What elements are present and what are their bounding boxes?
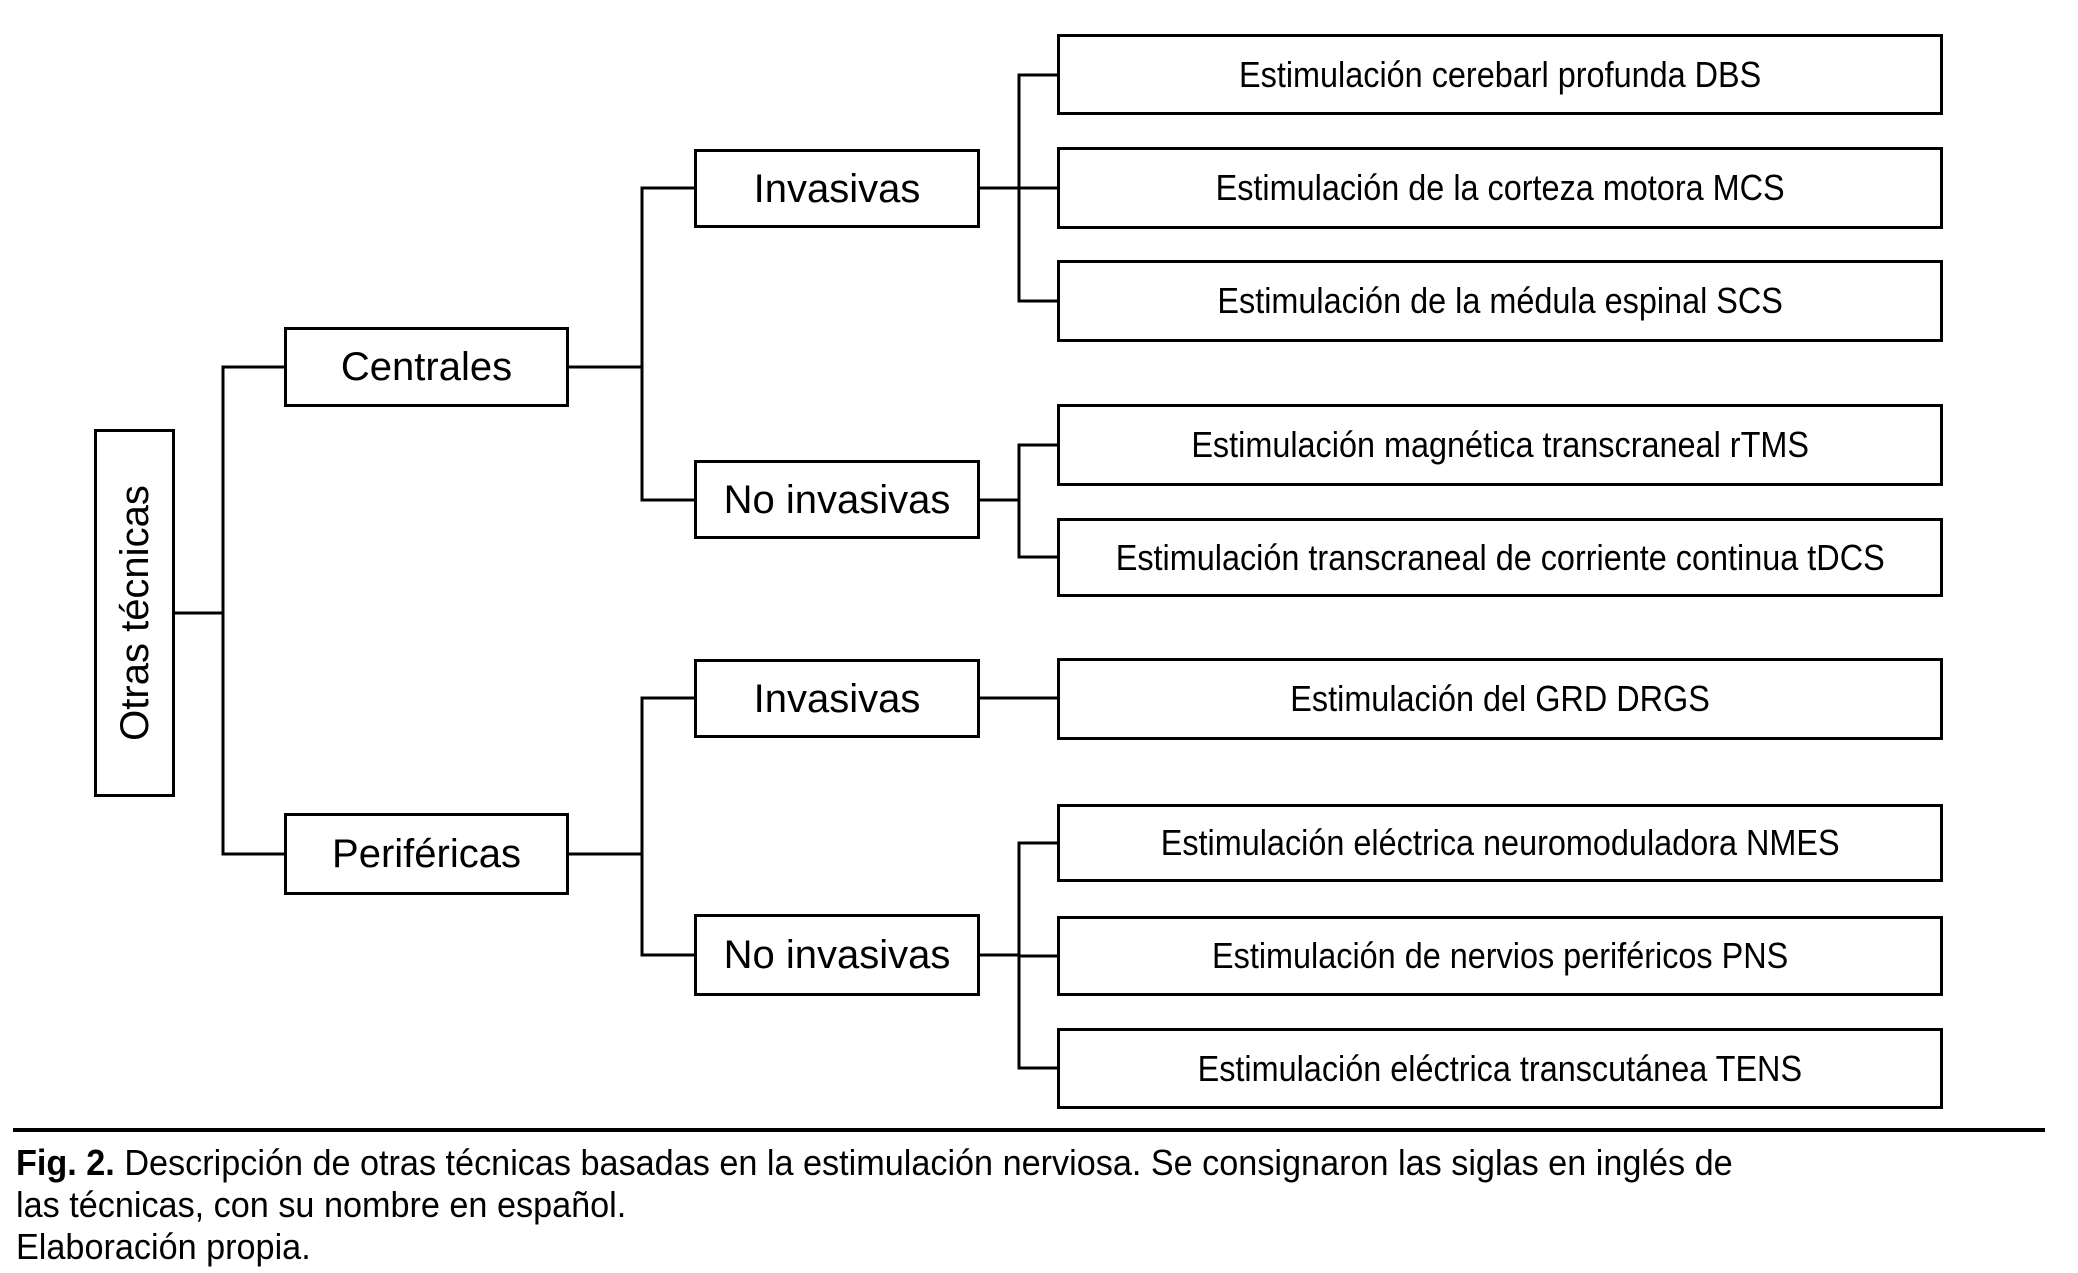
figure-caption: Fig. 2. Descripción de otras técnicas ba… [16,1142,2066,1268]
leaf-nmes: Estimulación eléctrica neuromoduladora N… [1057,804,1943,882]
leaf-mcs-label: Estimulación de la corteza motora MCS [1215,167,1785,208]
node-no-invasivas-centrales-label: No invasivas [723,477,951,522]
caption-divider [13,1128,2045,1132]
leaf-nmes-label: Estimulación eléctrica neuromoduladora N… [1160,822,1840,863]
leaf-pns-label: Estimulación de nervios periféricos PNS [1211,935,1789,976]
caption-line-1-text: Descripción de otras técnicas basadas en… [114,1142,1733,1183]
tree-edges [173,73,1059,1070]
leaf-dbs-label: Estimulación cerebarl profunda DBS [1238,53,1762,95]
node-invasivas-perifericas-label: Invasivas [753,676,921,721]
node-no-invasivas-perifericas: No invasivas [694,914,980,996]
root-node-label: Otras técnicas [112,485,157,741]
node-perifericas-label: Periféricas [332,832,521,876]
figure-number: Fig. 2. [16,1142,115,1183]
leaf-drgs-label: Estimulación del GRD DRGS [1290,678,1710,719]
leaf-drgs: Estimulación del GRD DRGS [1057,658,1943,740]
leaf-pns: Estimulación de nervios periféricos PNS [1057,916,1943,996]
leaf-mcs: Estimulación de la corteza motora MCS [1057,147,1943,229]
node-perifericas: Periféricas [284,813,569,895]
node-invasivas-centrales: Invasivas [694,149,980,228]
leaf-tdcs-label: Estimulación transcraneal de corriente c… [1115,536,1885,578]
node-no-invasivas-perifericas-label: No invasivas [723,933,951,977]
leaf-rtms-label: Estimulación magnética transcraneal rTMS [1191,424,1809,465]
node-centrales-label: Centrales [340,345,513,389]
leaf-tdcs: Estimulación transcraneal de corriente c… [1057,518,1943,597]
node-invasivas-perifericas: Invasivas [694,659,980,738]
leaf-scs-label: Estimulación de la médula espinal SCS [1217,280,1783,321]
caption-line-3: Elaboración propia. [16,1226,311,1267]
caption-line-2: las técnicas, con su nombre en español. [16,1184,627,1225]
caption-line-1: Fig. 2. Descripción de otras técnicas ba… [16,1142,1964,1184]
node-invasivas-centrales-label: Invasivas [753,166,921,211]
leaf-tens: Estimulación eléctrica transcutánea TENS [1057,1028,1943,1109]
leaf-rtms: Estimulación magnética transcraneal rTMS [1057,404,1943,486]
node-centrales: Centrales [284,327,569,407]
node-no-invasivas-centrales: No invasivas [694,460,980,539]
leaf-scs: Estimulación de la médula espinal SCS [1057,260,1943,342]
leaf-tens-label: Estimulación eléctrica transcutánea TENS [1197,1047,1803,1089]
leaf-dbs: Estimulación cerebarl profunda DBS [1057,34,1943,115]
root-node: Otras técnicas [94,429,175,797]
